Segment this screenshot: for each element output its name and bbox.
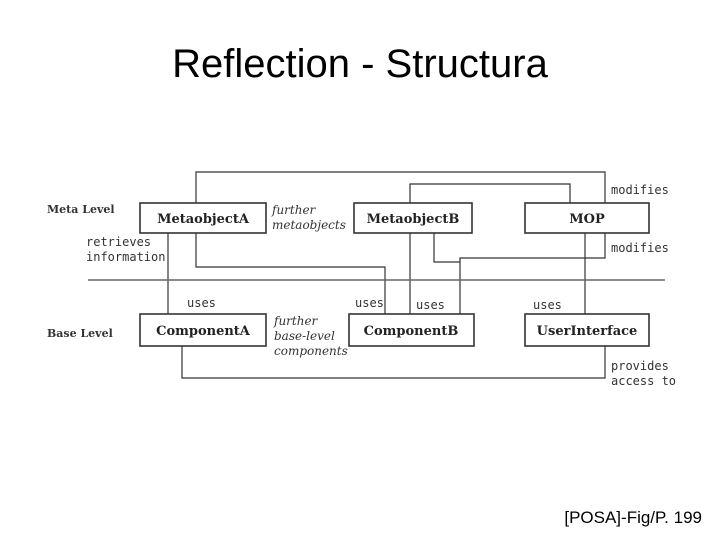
label-uses-a: uses xyxy=(187,296,216,310)
mop-box: MOP xyxy=(524,202,650,234)
note-further-components-3: components xyxy=(274,344,348,358)
metaobject-b-box: MetaobjectB xyxy=(353,202,473,234)
citation: [POSA]-Fig/P. 199 xyxy=(564,508,702,527)
label-retrieves-2: information xyxy=(86,250,165,264)
note-further-components-1: further xyxy=(273,314,319,328)
connector-mob-mop-top xyxy=(409,183,571,203)
page-title: Reflection - Structura xyxy=(172,42,548,86)
connector-provides-access xyxy=(181,346,606,379)
user-interface-box: UserInterface xyxy=(524,313,650,347)
label-uses-b1: uses xyxy=(355,296,384,310)
label-provides-2: access to xyxy=(611,374,676,388)
base-level-label: Base Level xyxy=(47,327,113,340)
connectors xyxy=(167,171,606,379)
connector-modifies-top xyxy=(195,171,606,206)
connector-mob-ui xyxy=(433,232,460,263)
label-provides-1: provides xyxy=(611,359,669,373)
component-b-label: ComponentB xyxy=(364,324,459,339)
component-b-box: ComponentB xyxy=(348,313,475,347)
label-modifies-top: modifies xyxy=(611,183,669,197)
meta-level-label: Meta Level xyxy=(47,203,115,216)
label-uses-b2: uses xyxy=(416,298,445,312)
label-uses-ui: uses xyxy=(533,298,562,312)
mop-label: MOP xyxy=(569,212,605,227)
component-a-box: ComponentA xyxy=(139,313,267,347)
user-interface-label: UserInterface xyxy=(537,324,638,339)
note-further-components-2: base-level xyxy=(274,329,335,343)
note-further-metaobjects-1: further xyxy=(271,203,317,217)
metaobject-b-label: MetaobjectB xyxy=(367,212,460,227)
connector-modifies-mid xyxy=(459,232,606,316)
connector-moa-compb xyxy=(195,232,386,316)
metaobject-a-label: MetaobjectA xyxy=(157,212,250,227)
label-modifies-mid: modifies xyxy=(611,241,669,255)
component-a-label: ComponentA xyxy=(156,324,251,339)
label-retrieves-1: retrieves xyxy=(86,235,151,249)
metaobject-a-box: MetaobjectA xyxy=(139,202,267,234)
note-further-metaobjects-2: metaobjects xyxy=(272,218,346,232)
